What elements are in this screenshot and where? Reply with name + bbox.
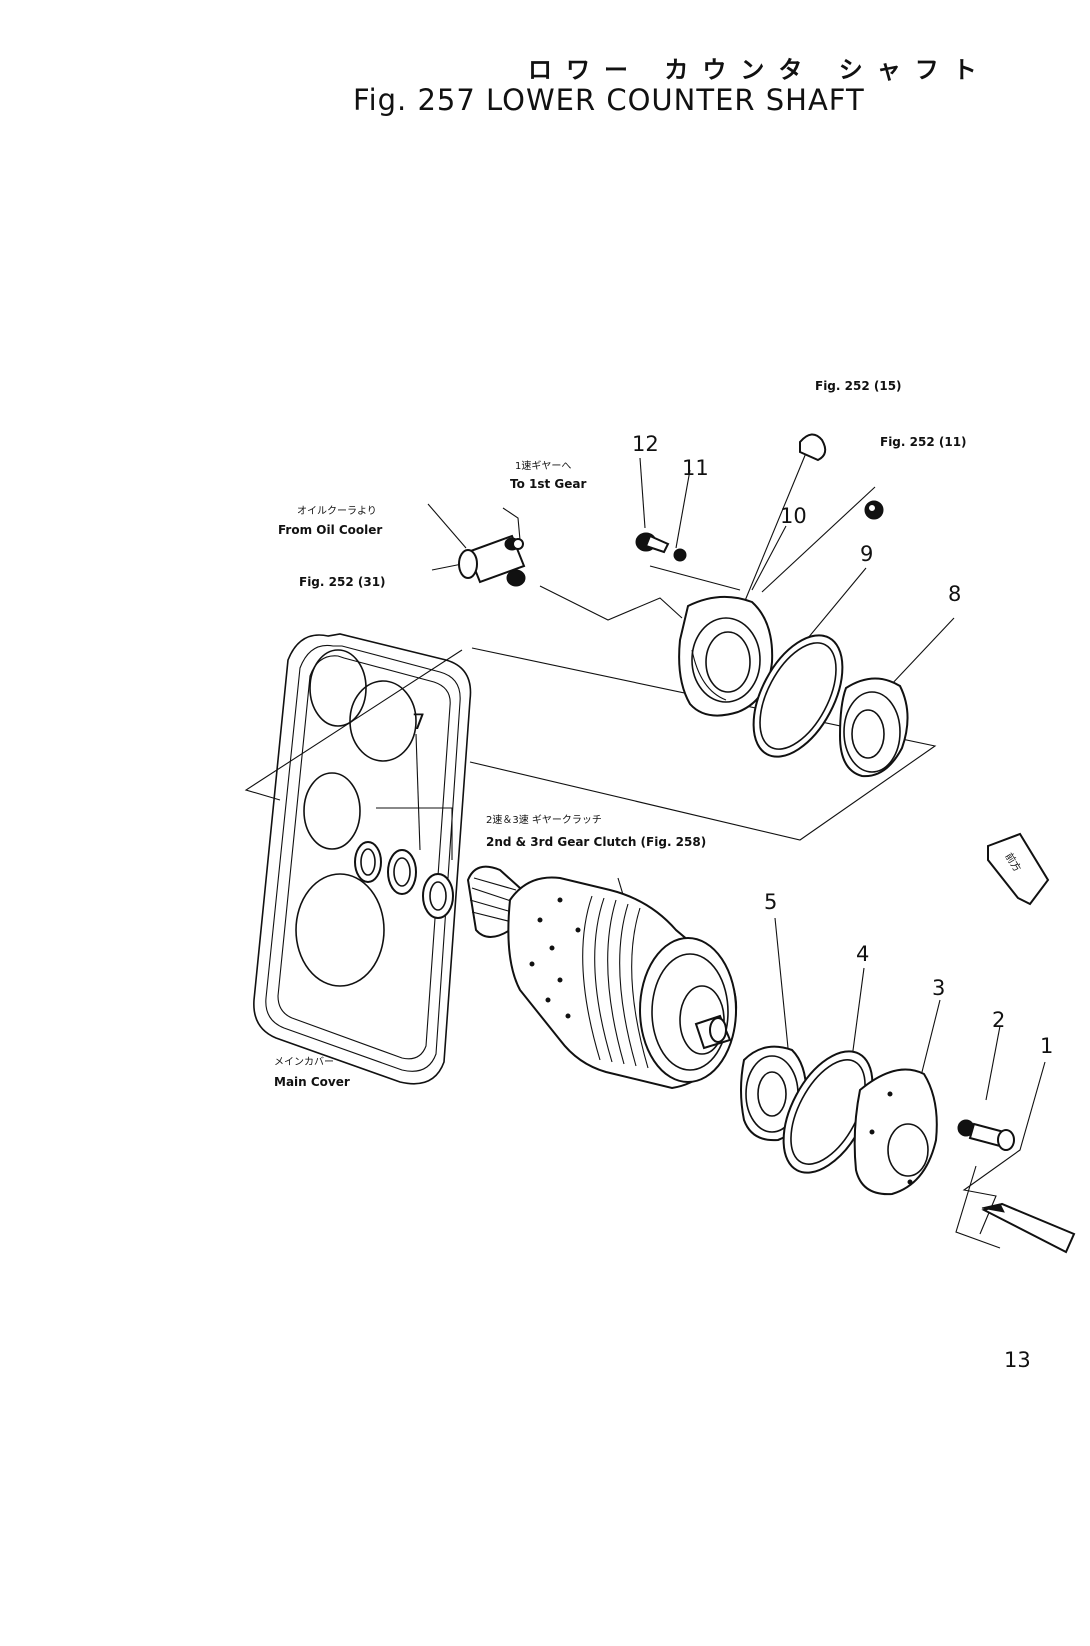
bolt-12-and-washer-11-drawing — [635, 532, 687, 562]
label-to-1st-gear: To 1st Gear — [510, 477, 587, 491]
part-number-7: 7 — [412, 710, 426, 734]
label-gear-clutch: 2nd & 3rd Gear Clutch (Fig. 258) — [486, 835, 707, 849]
part-number-8: 8 — [948, 582, 962, 606]
referenced-small-parts-drawing — [799, 433, 884, 520]
bearing-cage-10-drawing — [678, 595, 774, 717]
part-number-1: 1 — [1040, 1034, 1054, 1058]
title-japanese: ロワー カウンタ シャフト — [528, 56, 991, 84]
gear-clutch-assembly-drawing — [466, 865, 738, 1090]
part-number-4: 4 — [856, 942, 870, 966]
front-direction-tag — [987, 832, 1050, 906]
part-number-10: 10 — [780, 504, 807, 528]
seal-rings-7-drawing — [354, 841, 454, 919]
label-to-1st-gear-jp: 1速ギヤーへ — [515, 461, 572, 472]
part-number-13: 13 — [1004, 1348, 1031, 1372]
tool-13-drawing — [981, 1202, 1076, 1254]
label-clutch-jp: 2速＆3速 ギヤークラッチ — [486, 815, 602, 826]
label-fig252-15: Fig. 252 (15) — [815, 379, 902, 393]
part-number-5: 5 — [764, 890, 778, 914]
figure-title: Fig. 257 LOWER COUNTER SHAFT — [353, 83, 865, 117]
part-number-12: 12 — [632, 432, 659, 456]
label-from-oil-cooler-jp: オイルクーラより — [297, 506, 377, 517]
label-main-cover-jp: メインカバー — [274, 1057, 334, 1068]
main-cover-drawing — [253, 633, 472, 1085]
part-number-3: 3 — [932, 976, 946, 1000]
label-fig252-11: Fig. 252 (11) — [880, 435, 967, 449]
oil-pipe-fitting-drawing — [458, 534, 526, 587]
label-from-oil-cooler: From Oil Cooler — [278, 523, 383, 537]
assembly-leader-lines — [244, 452, 1046, 1249]
bearing-8-drawing — [838, 677, 909, 778]
part-number-11: 11 — [682, 456, 709, 480]
label-main-cover: Main Cover — [274, 1075, 350, 1089]
part-number-9: 9 — [860, 542, 874, 566]
shim-9-drawing — [752, 634, 844, 758]
cover-3-drawing — [853, 1068, 938, 1196]
bolt-1-and-washer-2-drawing — [957, 1119, 1015, 1151]
label-fig252-31: Fig. 252 (31) — [299, 575, 386, 589]
part-number-2: 2 — [992, 1008, 1006, 1032]
